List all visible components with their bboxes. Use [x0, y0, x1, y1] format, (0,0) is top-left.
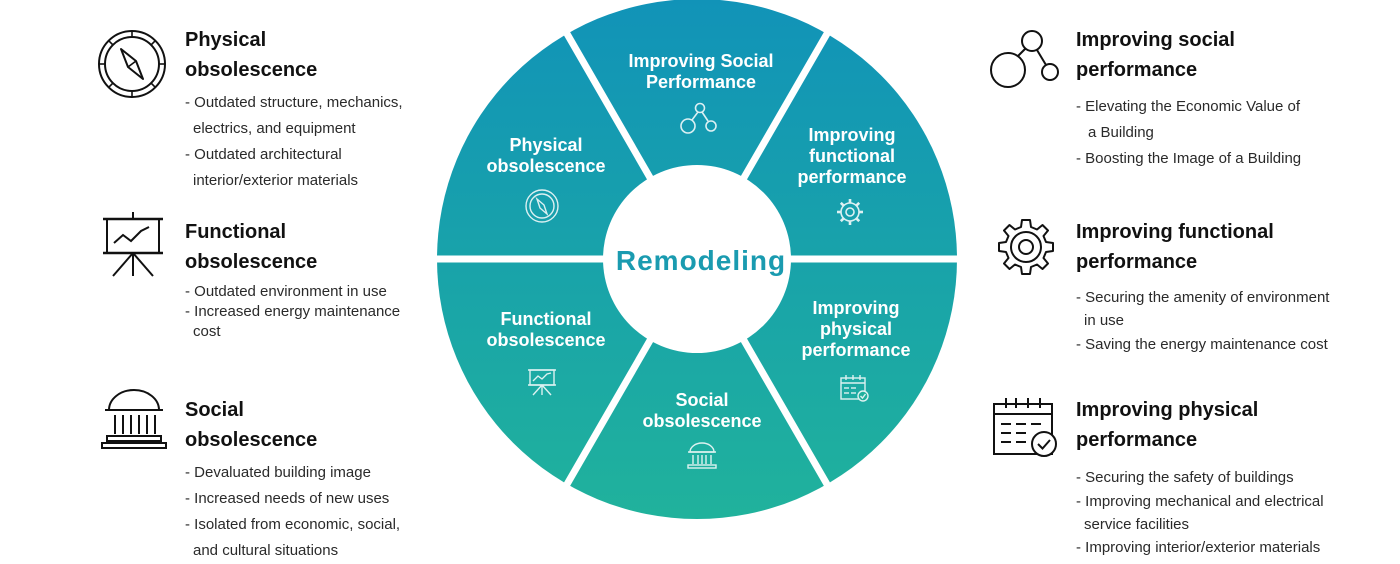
segment-label: obsolescence: [642, 411, 761, 431]
segment-improving-physical: Improving physical performance: [801, 298, 911, 402]
calendar-check-icon: [840, 375, 869, 402]
segment-label: Functional: [501, 309, 592, 329]
segment-improving-functional: Improving functional performance: [797, 125, 907, 225]
panel-title: Social obsolescence: [185, 399, 318, 451]
segment-label: obsolescence: [486, 156, 605, 176]
social-network-icon: [990, 30, 1059, 88]
list-item: - Devaluated building image: [185, 464, 371, 481]
presentation-board-icon: [103, 212, 163, 277]
panel-list: - Outdated structure, mechanics,electric…: [185, 90, 403, 194]
list-item: - Outdated structure, mechanics,electric…: [185, 94, 403, 137]
building-columns-icon: [101, 389, 167, 449]
list-item: - Outdated environment in use: [185, 283, 387, 300]
social-network-icon: [680, 102, 717, 134]
panel-list: - Outdated environment in use - Increase…: [185, 282, 400, 342]
gear-icon: [998, 219, 1054, 275]
segment-label: obsolescence: [486, 330, 605, 350]
segment-label: physical: [820, 319, 892, 339]
segment-label: performance: [797, 167, 906, 187]
center-hub: [603, 165, 791, 353]
panel-title: Improving social performance: [1076, 29, 1235, 81]
presentation-board-icon: [528, 369, 556, 396]
center-label: Remodeling: [616, 245, 786, 276]
list-item: - Boosting the Image of a Building: [1076, 150, 1302, 167]
list-item: - Saving the energy maintenance cost: [1076, 336, 1328, 353]
panel-title: Improving functional performance: [1076, 221, 1274, 273]
segment-improving-social: Improving Social Performance: [628, 51, 774, 134]
compass-icon: [525, 189, 559, 223]
segment-physical-obsolescence: Physical obsolescence: [486, 135, 606, 223]
list-item: - Improving interior/exterior materials: [1076, 539, 1321, 556]
segment-social-obsolescence: Social obsolescence: [642, 390, 762, 469]
segment-label: Performance: [646, 72, 756, 92]
list-item: - Isolated from economic, social,and cul…: [185, 516, 401, 559]
segment-label: Improving Social: [628, 51, 773, 71]
segment-label: functional: [809, 146, 895, 166]
segment-functional-obsolescence: Functional obsolescence: [486, 309, 606, 396]
list-item: - Securing the safety of buildings: [1076, 469, 1294, 486]
list-item: - Increased needs of new uses: [185, 490, 390, 507]
building-columns-icon: [687, 442, 717, 469]
segment-label: Social: [675, 390, 728, 410]
segment-label: performance: [801, 340, 910, 360]
panel-title: Functional obsolescence: [185, 221, 318, 273]
segment-label: Improving: [808, 125, 895, 145]
panel-title: Improving physical performance: [1076, 399, 1259, 451]
remodeling-wheel: Remodeling Improving Social Performance …: [436, 0, 958, 519]
panel-list: - Devaluated building image - Increased …: [185, 460, 400, 564]
segment-label: Physical: [509, 135, 582, 155]
calendar-check-icon: [993, 398, 1057, 457]
segment-label: Improving: [812, 298, 899, 318]
panel-title: Physical obsolescence: [185, 29, 318, 81]
compass-icon: [98, 30, 166, 98]
gear-icon: [837, 199, 863, 225]
panel-list: - Securing the safety of buildings - Imp…: [1076, 466, 1324, 560]
